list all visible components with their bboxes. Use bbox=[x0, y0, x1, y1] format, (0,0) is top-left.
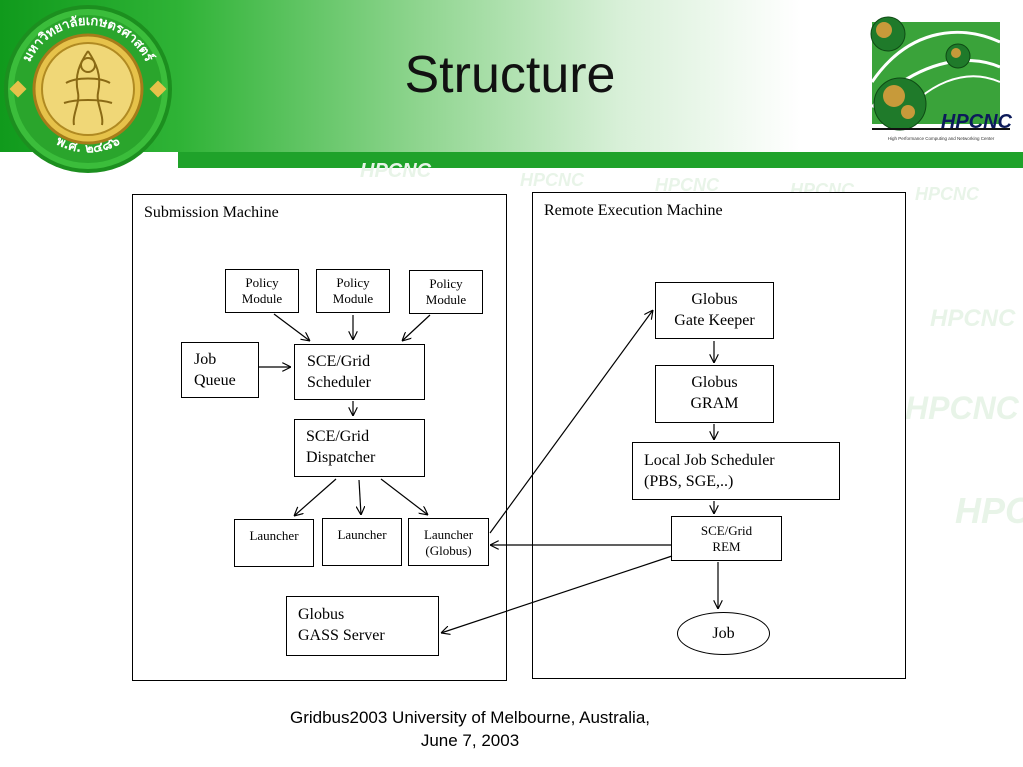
header-band bbox=[178, 152, 1023, 168]
remote-execution-machine-panel: Remote Execution Machine bbox=[532, 192, 906, 679]
policy-module-node: Policy Module bbox=[316, 269, 390, 313]
dispatcher-node: SCE/Grid Dispatcher bbox=[294, 419, 425, 477]
hpcnc-logo: HPCNC High Performance Computing and Net… bbox=[870, 16, 1013, 141]
logo-text: HPCNC bbox=[941, 111, 1013, 133]
submission-machine-label: Submission Machine bbox=[144, 204, 279, 221]
policy-module-node: Policy Module bbox=[409, 270, 483, 314]
university-seal-logo: มหาวิทยาลัยเกษตรศาสตร์ พ.ศ. ๒๔๘๖ bbox=[4, 5, 172, 173]
watermark: HPCNC bbox=[955, 490, 1023, 531]
job-queue-node: Job Queue bbox=[181, 342, 259, 398]
watermark: HPCNC bbox=[905, 390, 1019, 426]
launcher-globus-node: Launcher (Globus) bbox=[408, 518, 489, 566]
launcher-node: Launcher bbox=[322, 518, 402, 566]
remote-execution-machine-label: Remote Execution Machine bbox=[544, 202, 723, 219]
seal-text-bottom: พ.ศ. ๒๔๘๖ bbox=[54, 134, 123, 157]
footer-line-1: Gridbus2003 University of Melbourne, Aus… bbox=[289, 708, 650, 727]
launcher-node: Launcher bbox=[234, 519, 314, 567]
slide-footer: Gridbus2003 University of Melbourne, Aus… bbox=[230, 706, 710, 752]
job-node: Job bbox=[677, 612, 770, 655]
watermark: HPCNC bbox=[930, 305, 1016, 332]
watermark: HPCNC bbox=[915, 184, 980, 204]
local-job-scheduler-node: Local Job Scheduler (PBS, SGE,..) bbox=[632, 442, 840, 500]
svg-text:พ.ศ. ๒๔๘๖: พ.ศ. ๒๔๘๖ bbox=[54, 134, 123, 157]
policy-module-node: Policy Module bbox=[225, 269, 299, 313]
footer-line-2: June 7, 2003 bbox=[420, 731, 520, 750]
scheduler-node: SCE/Grid Scheduler bbox=[294, 344, 425, 400]
rem-node: SCE/Grid REM bbox=[671, 516, 782, 561]
watermark: HPCNC bbox=[520, 170, 585, 190]
logo-subtitle: High Performance Computing and Networkin… bbox=[888, 136, 995, 141]
gate-keeper-node: Globus Gate Keeper bbox=[655, 282, 774, 339]
slide-title: Structure bbox=[404, 46, 616, 104]
gram-node: Globus GRAM bbox=[655, 365, 774, 423]
gass-server-node: Globus GASS Server bbox=[286, 596, 439, 656]
